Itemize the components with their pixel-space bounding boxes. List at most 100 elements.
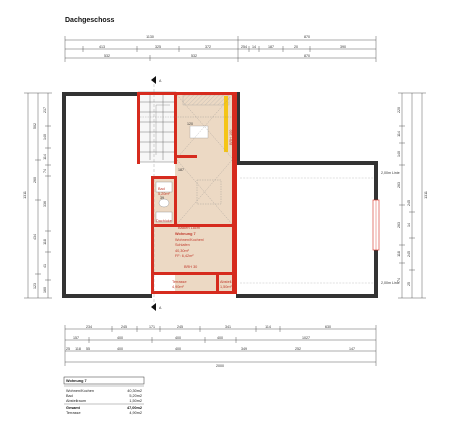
dim-right-inner-4: 25 [407,282,411,286]
dim-left-total: 1311 [23,191,27,199]
dim-top-row2-3: 870 [304,54,310,58]
plan-title: Dachgeschoss [65,17,115,24]
dim-bottom-6: 114 [265,325,271,329]
table-terrace-name: Terrasse [66,411,81,415]
top-dimension-chain [64,36,377,62]
dim-bottom-4: 245 [177,325,183,329]
label-wohnen-area: 40,30m² [175,249,190,253]
table-row-name: Wohnen/Kochen [66,389,94,393]
label-bad-name: Bad [158,187,165,191]
label-linie-upper: 2,00m Linie [381,171,400,175]
label-abstell-name: Abstell. [220,280,232,284]
dim-top-7: 20 [294,45,298,49]
dim-right-outer-3: 140 [397,151,401,157]
dim-bottom-row3-6b: 400 [175,347,181,351]
table-row-name: Bad [66,394,73,398]
roof-lines [140,94,233,225]
dim-left-inner-2: 140 [43,134,47,140]
table-row-name: Abstellraum [66,399,86,403]
apartment-walls [137,92,237,294]
svg-text:A: A [159,306,162,310]
left-dimension-chain [24,92,52,299]
dim-top-1: 413 [99,45,105,49]
dim-right-inner-3: 245 [407,251,411,257]
staircase [137,91,177,163]
label-dachluke: Dachluke [156,219,172,223]
dim-left-inner-3: 114 [43,154,47,160]
dim-bottom-row2-1: 157 [73,336,79,340]
dim-bottom-3: 171 [149,325,155,329]
dim-top-8: 390 [340,45,346,49]
dim-right-outer-4: 263 [397,182,401,188]
dim-top-row2-1: 532 [104,54,110,58]
dim-bottom-row2-2: 400 [117,336,123,340]
table-row-value: 1,50m2 [129,399,142,403]
dim-bottom-row3-3: 55 [86,347,90,351]
label-balken: Balken 18cm [178,226,200,230]
dim-top-6: 187 [268,45,274,49]
dim-left-outer-3: 434 [33,234,37,240]
kitchen-sink [189,125,209,139]
dim-bottom-row2-3: 400 [175,336,181,340]
dim-bottom-row3-13: 147 [349,347,355,351]
dim-bottom-1: 234 [86,325,92,329]
bottom-dimension-chain [64,325,377,366]
dim-bottom-row3-8: 349 [241,347,247,351]
dim-bottom-5: 341 [225,325,231,329]
dim-bottom-2: 245 [121,325,127,329]
dim-top-4: 254 [241,45,247,49]
label-187: 187 [178,168,184,172]
dim-right-total: 1311 [424,191,428,199]
label-wohnen-name2: Schlafen [175,243,190,247]
dim-left-outer-1: 502 [33,123,37,129]
label-abstell-area: 1,50m² [220,285,233,289]
dim-bottom-row3-6: 400 [117,347,123,351]
building-outline [62,92,380,298]
label-bad-area: 5,20m² [158,192,171,196]
table-terrace-value: 4,90m2 [129,411,142,415]
dim-bottom-total: 2000 [216,364,224,368]
dim-top-5: 14 [252,45,256,49]
label-39: 39 [160,196,164,200]
accent-column [224,96,228,152]
bathroom-fixtures [155,181,173,223]
dim-right-outer-7: 74 [397,278,401,282]
kitchen-counter [182,94,230,106]
dim-bottom-row2-4: 400 [217,336,223,340]
dim-bottom-7: 630 [325,325,331,329]
dim-left-inner-8: 41 [43,264,47,268]
label-terrasse-area: 4,90m² [172,285,185,289]
table-row-value: 40,30m2 [127,389,142,393]
dim-left-inner-7: 118 [43,239,47,245]
section-mark-top: A [151,76,162,84]
dim-top-2: 325 [155,45,161,49]
dim-left-inner-9: 160 [43,287,47,293]
svg-text:A: A [159,79,162,83]
label-wohnen-ff: FF: 6,42m² [175,254,194,258]
label-terrasse-name: Terrasse [172,280,187,284]
dim-bottom-row2-5: 1027 [302,336,310,340]
table-row-value: 5,20m2 [129,394,142,398]
dim-left-outer-4: 123 [33,283,37,289]
dim-right-inner-2: 14 [407,223,411,227]
dim-left-inner-4: 74 [43,169,47,173]
label-linie-lower: 2,00m Linie [381,281,400,285]
label-brh-top: BRH 100 [229,130,233,145]
dim-left-inner-1: 217 [43,107,47,113]
label-brh-mid: BRH 30 [184,265,197,269]
dim-bottom-row3-1: 25 [66,347,70,351]
table-total-name: Gesamt [66,406,81,410]
dim-left-outer-2: 260 [33,177,37,183]
label-120: 120 [187,122,193,126]
section-mark-bottom: A [151,303,162,311]
room-area-table: Wohnung 7 Wohnen/Kochen 40,30m2 Bad 5,20… [63,376,145,415]
right-dimension-chain [398,92,426,299]
dim-right-inner-1: 245 [407,200,411,206]
height-lines [240,177,374,284]
dim-top-total-right: 870 [304,35,310,39]
label-wohnen-name: Wohnen/Kochen/ [175,238,205,242]
dim-top-row2-2: 532 [191,54,197,58]
dim-bottom-row3-10: 252 [295,347,301,351]
dim-right-outer-1: 220 [397,107,401,113]
